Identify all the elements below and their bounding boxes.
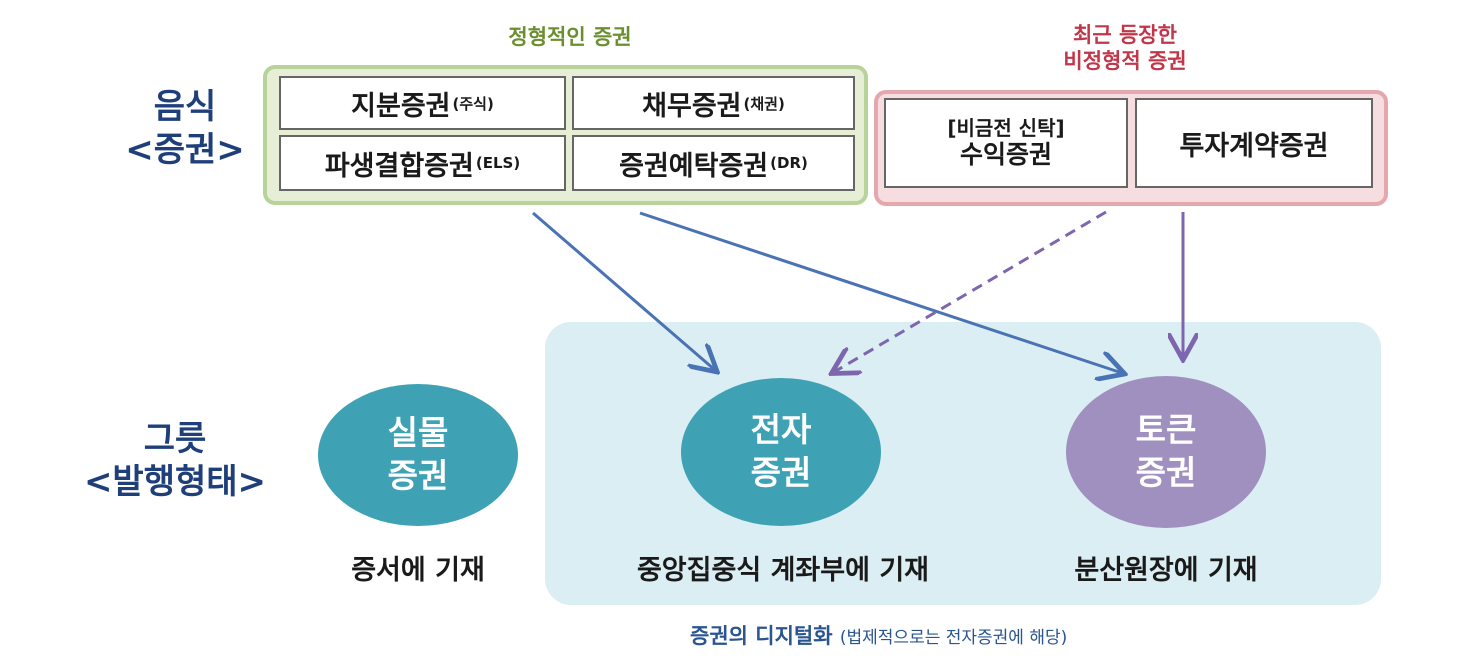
trust-beneficiary-label: 수익증권: [959, 140, 1052, 169]
debt-securities-label: 채무증권: [642, 90, 742, 122]
issuance-type-label-line1: 그릇: [143, 419, 207, 459]
footnote-main: 증권의 디지털화: [690, 624, 833, 648]
issuance-type-label: 그릇 <발행형태>: [65, 418, 285, 503]
investment-contract-cell: 투자계약증권: [1135, 98, 1373, 188]
atypical-securities-title: 최근 등장한 비정형적 증권: [990, 22, 1260, 75]
equity-securities-label: 지분증권: [351, 90, 451, 122]
atypical-title-line1: 최근 등장한: [1073, 23, 1177, 47]
debt-securities-cell: 채무증권(채권): [572, 76, 855, 130]
electronic-caption: 중앙집중식 계좌부에 기재: [636, 555, 930, 586]
debt-securities-sub: (채권): [743, 94, 785, 113]
derivative-securities-sub: (ELS): [475, 154, 521, 172]
token-circle-line1: 토큰: [1135, 410, 1197, 450]
token-securities-circle: 토큰 증권: [1066, 376, 1266, 528]
trust-beneficiary-sub: [비금전 신탁]: [947, 116, 1065, 140]
issuance-type-label-line2: <발행형태>: [83, 461, 267, 502]
physical-circle-line2: 증권: [387, 456, 449, 495]
token-circle-line2: 증권: [1135, 453, 1197, 492]
electronic-circle-line1: 전자: [750, 410, 812, 450]
standard-securities-title: 정형적인 증권: [508, 25, 632, 49]
derivative-securities-label: 파생결합증권: [324, 150, 474, 182]
derivative-securities-cell: 파생결합증권(ELS): [279, 135, 566, 191]
equity-securities-sub: (주식): [452, 94, 494, 113]
digitalization-footnote: 증권의 디지털화 (법제적으로는 전자증권에 해당): [690, 620, 1067, 650]
investment-contract-label: 투자계약증권: [1179, 130, 1329, 162]
content-type-label: 음식 <증권>: [100, 86, 270, 171]
depositary-receipts-sub: (DR): [770, 154, 808, 172]
content-type-label-line2: <증권>: [125, 129, 245, 170]
physical-circle-line1: 실물: [387, 413, 449, 453]
footnote-note: (법제적으로는 전자증권에 해당): [839, 628, 1068, 648]
physical-securities-circle: 실물 증권: [318, 384, 518, 526]
content-type-label-line1: 음식: [153, 87, 217, 127]
arrow-trust-to-electronic: [834, 210, 1107, 372]
physical-caption: 증서에 기재: [351, 555, 485, 586]
equity-securities-cell: 지분증권(주식): [279, 76, 566, 130]
atypical-title-line2: 비정형적 증권: [1063, 49, 1187, 74]
token-caption: 분산원장에 기재: [1074, 555, 1258, 586]
trust-beneficiary-cell: [비금전 신탁] 수익증권: [884, 98, 1128, 188]
depositary-receipts-cell: 증권예탁증권(DR): [572, 135, 855, 191]
arrow-standard-to-token: [639, 211, 1122, 373]
arrow-standard-to-electronic: [532, 211, 715, 370]
electronic-circle-line2: 증권: [750, 453, 812, 492]
depositary-receipts-label: 증권예탁증권: [619, 150, 769, 182]
electronic-securities-circle: 전자 증권: [681, 378, 881, 526]
